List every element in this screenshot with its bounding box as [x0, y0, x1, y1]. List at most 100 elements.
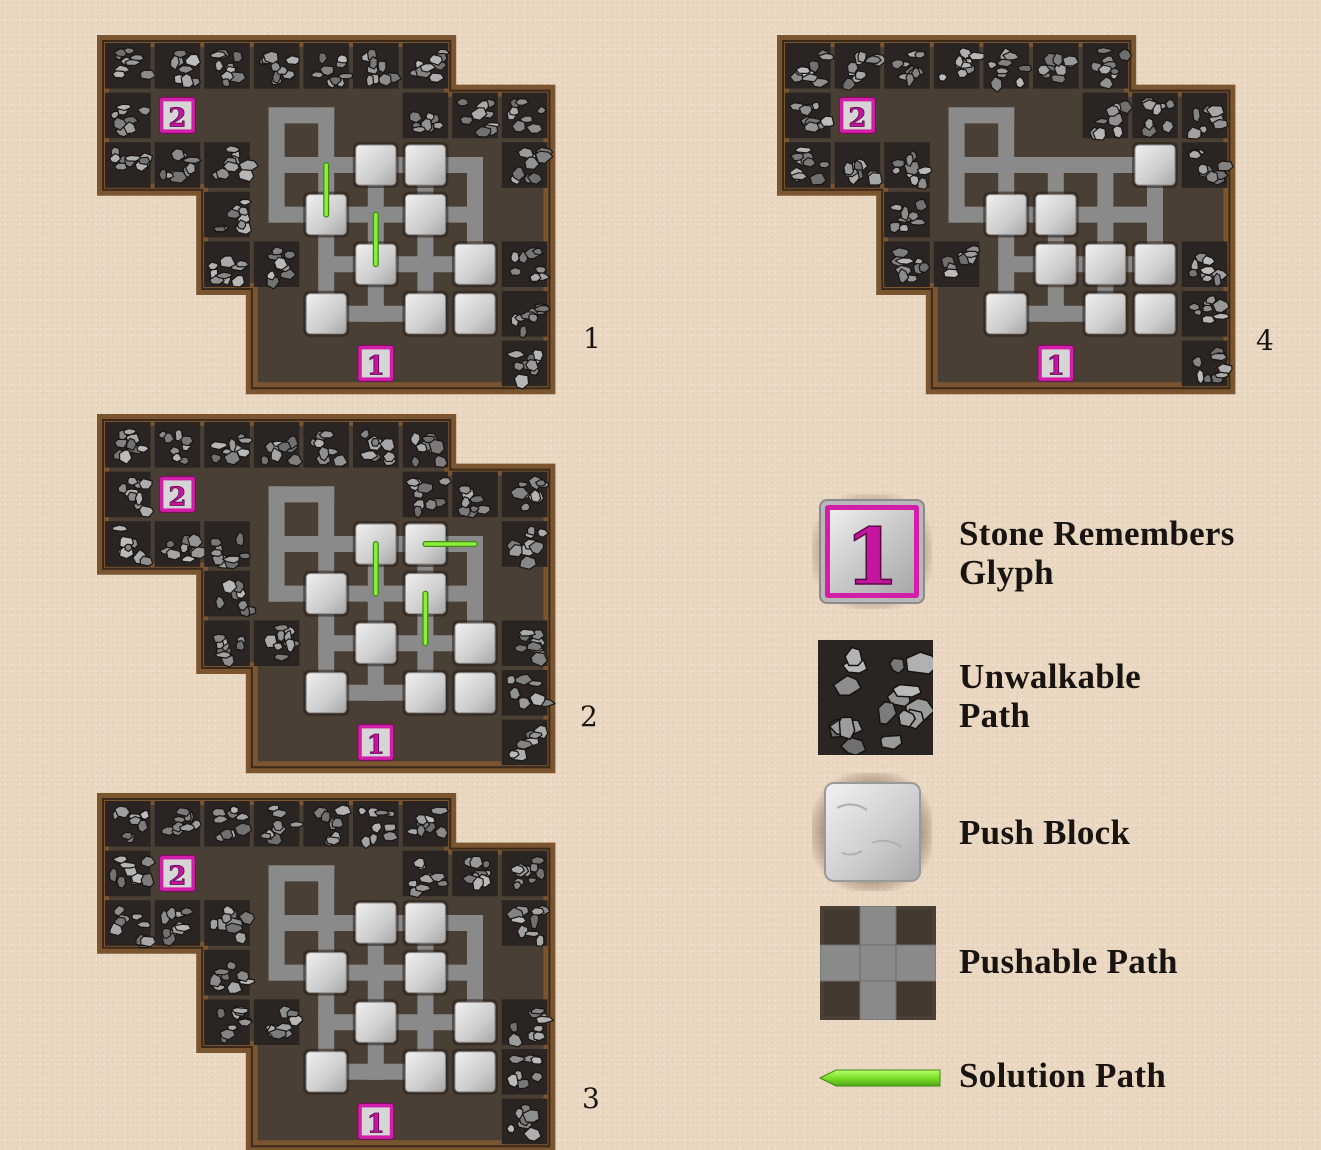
rubble-tile	[502, 472, 549, 518]
rubble-tile	[105, 900, 156, 947]
rubble-tile	[452, 472, 498, 518]
push-block	[1132, 142, 1178, 188]
push-block	[402, 950, 448, 996]
glyph-1-tile: 1	[358, 345, 394, 381]
rubble-tile	[403, 422, 449, 468]
push-block	[402, 192, 448, 238]
rubble-tile	[1182, 241, 1228, 287]
push-block	[402, 670, 448, 716]
push-block	[303, 670, 349, 716]
push-block	[353, 142, 399, 188]
legend-label-solution-path: Solution Path	[959, 1056, 1219, 1095]
rubble-tile	[204, 43, 250, 89]
rubble-tile	[785, 43, 834, 89]
push-block	[1033, 241, 1079, 287]
rubble-tile	[105, 142, 152, 188]
push-block	[353, 620, 399, 666]
legend-label-glyph: Stone Remembers Glyph	[959, 514, 1299, 592]
rubble-tile	[204, 900, 254, 946]
push-block	[452, 241, 498, 287]
rubble-tile	[1182, 291, 1230, 337]
rubble-tile	[155, 422, 201, 468]
push-block	[452, 620, 498, 666]
push-block	[303, 950, 349, 996]
push-block	[353, 999, 399, 1045]
step-number: 4	[1256, 324, 1274, 357]
rubble-tile	[502, 93, 548, 139]
rubble-tile	[835, 142, 883, 188]
rubble-tile	[353, 801, 399, 849]
glyph-1-tile: 1	[1038, 345, 1074, 381]
rubble-tile	[254, 999, 303, 1045]
rubble-tile	[204, 620, 250, 667]
rubble-tile	[204, 241, 250, 287]
rubble-tile	[983, 43, 1031, 92]
rubble-tile	[204, 521, 250, 569]
push-block	[303, 291, 349, 337]
glyph-2-tile: 2	[159, 97, 195, 133]
rubble-tile	[403, 851, 449, 898]
rubble-tile	[502, 341, 548, 389]
rubble-tile	[934, 241, 980, 287]
rubble-tile	[204, 192, 251, 238]
rubble-tile	[254, 801, 304, 847]
rubble-tile	[502, 1099, 548, 1145]
rubble-tile	[254, 241, 300, 289]
rubble-tile	[105, 93, 151, 139]
glyph-label: 1	[1047, 351, 1065, 381]
push-block	[402, 900, 448, 946]
rubble-tile	[502, 900, 550, 946]
svg-text:1: 1	[845, 512, 899, 603]
rubble-tile	[502, 720, 548, 766]
push-block	[402, 1049, 448, 1095]
push-block	[1033, 192, 1079, 238]
rubble-tile	[105, 801, 151, 847]
rubble-tile	[1033, 43, 1079, 89]
rubble-tile	[1182, 93, 1228, 140]
rubble-tile	[155, 801, 202, 847]
rubble-tile	[452, 93, 499, 139]
push-block	[452, 291, 498, 337]
rubble-tile	[884, 192, 930, 238]
rubble-tile	[105, 851, 155, 897]
rubble-tile	[254, 43, 300, 89]
rubble-tile	[155, 142, 202, 188]
rubble-tile	[155, 43, 201, 89]
pushable-path-icon	[820, 906, 936, 1020]
rubble-tile	[1132, 93, 1178, 139]
rubble-tile	[403, 93, 449, 139]
step-number: 3	[582, 1082, 600, 1115]
glyph-1-tile: 1	[358, 724, 394, 760]
rubble-tile	[303, 43, 352, 89]
rubble-tile	[204, 999, 252, 1045]
rubble-tile	[884, 142, 931, 189]
glyph-label: 1	[367, 730, 385, 760]
glyph-2-tile: 2	[159, 476, 195, 512]
rubble-tile	[502, 291, 550, 338]
push-block	[1132, 291, 1178, 337]
rubble-tile	[884, 241, 930, 287]
push-block	[452, 1049, 498, 1095]
rubble-tile	[502, 999, 554, 1047]
rubble-icon	[818, 640, 933, 755]
legend-label-push-block: Push Block	[959, 813, 1199, 852]
rubble-tile	[835, 43, 887, 90]
legend-label-pushable-path: Pushable Path	[959, 942, 1239, 981]
rubble-tile	[204, 950, 254, 996]
rubble-tile	[303, 801, 351, 847]
push-block	[452, 670, 498, 716]
rubble-tile	[403, 472, 452, 518]
rubble-tile	[502, 620, 548, 666]
rubble-tile	[502, 142, 553, 188]
rubble-tile	[1083, 93, 1133, 141]
green-arrow-icon	[818, 1066, 942, 1090]
legend-label-unwalkable: Unwalkable Path	[959, 657, 1179, 735]
step-number: 2	[580, 700, 598, 733]
rubble-tile	[105, 521, 153, 567]
rubble-tile	[785, 93, 834, 139]
push-block-icon	[812, 773, 932, 891]
map-step-2: 21	[75, 392, 532, 752]
